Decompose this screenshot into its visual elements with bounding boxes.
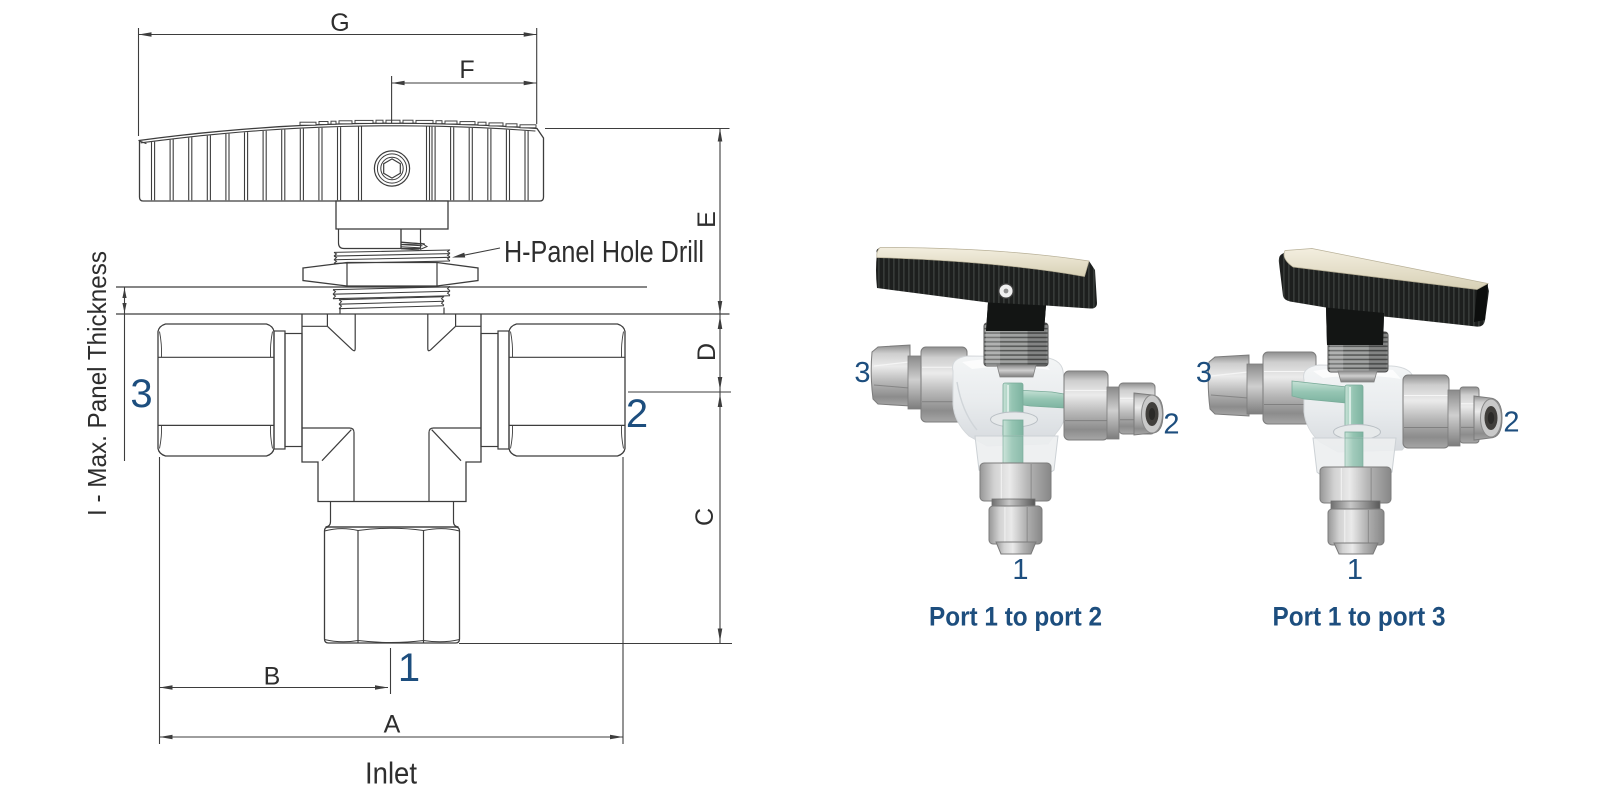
svg-text:3: 3 xyxy=(130,372,152,416)
svg-text:3: 3 xyxy=(854,357,870,389)
svg-text:2: 2 xyxy=(1163,409,1179,441)
svg-text:H-Panel Hole Drill: H-Panel Hole Drill xyxy=(504,234,704,269)
svg-text:Port 1 to port 2: Port 1 to port 2 xyxy=(929,602,1102,632)
svg-text:F: F xyxy=(459,56,474,84)
svg-text:A: A xyxy=(384,711,401,739)
svg-text:C: C xyxy=(691,508,719,526)
svg-text:2: 2 xyxy=(626,392,648,436)
svg-text:3: 3 xyxy=(1196,357,1212,389)
svg-text:1: 1 xyxy=(1347,554,1363,586)
svg-text:E: E xyxy=(693,211,721,228)
svg-text:B: B xyxy=(264,663,281,691)
svg-text:1: 1 xyxy=(398,646,420,690)
svg-text:I - Max. Panel Thickness: I - Max. Panel Thickness xyxy=(82,251,112,516)
svg-text:Port 1 to port 3: Port 1 to port 3 xyxy=(1273,602,1446,632)
svg-text:D: D xyxy=(693,343,721,361)
svg-text:G: G xyxy=(330,9,349,37)
svg-text:2: 2 xyxy=(1503,407,1519,439)
svg-text:Inlet: Inlet xyxy=(365,756,417,791)
svg-text:1: 1 xyxy=(1012,554,1028,586)
